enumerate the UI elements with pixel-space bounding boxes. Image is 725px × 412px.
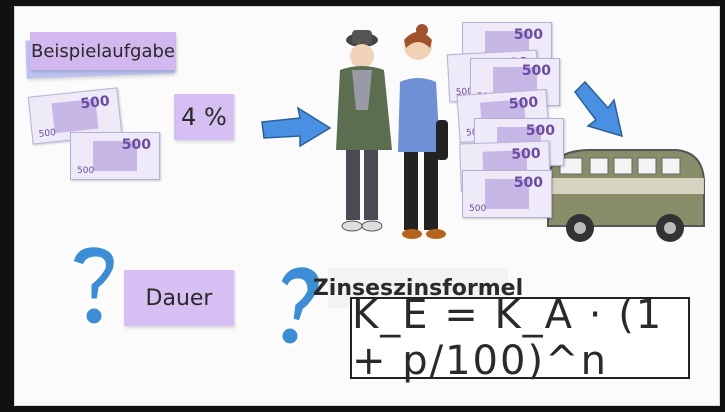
compound-interest-formula: K_E = K_A · (1 + p/100)^n xyxy=(352,292,664,384)
van-illustration xyxy=(547,149,705,242)
arrow-down-right-icon xyxy=(574,80,624,138)
question-mark-icon xyxy=(278,264,322,347)
interest-rate-value: 4 % xyxy=(181,103,227,131)
lesson-title: Beispielaufgabe xyxy=(30,40,176,62)
question-mark-icon xyxy=(70,244,117,327)
people-illustration xyxy=(336,24,448,239)
interest-rate-card: 4 % xyxy=(174,94,234,140)
formula-box: K_E = K_A · (1 + p/100)^n xyxy=(350,292,690,384)
formula-title: Zinseszinsformel xyxy=(312,275,524,301)
title-card: Beispielaufgabe xyxy=(30,32,176,70)
duration-card: Dauer xyxy=(124,270,234,326)
duration-label: Dauer xyxy=(145,285,213,311)
arrow-right-icon xyxy=(261,106,332,148)
